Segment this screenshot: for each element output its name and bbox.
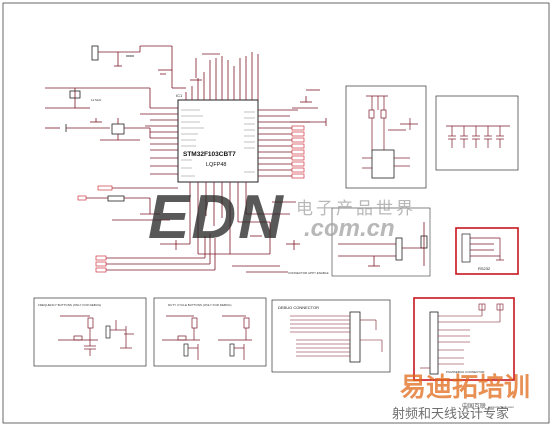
edn-watermark: EDN 电子产品世界 .com.cn: [148, 183, 416, 252]
pgm-debug-connector-box: PGM/DEBUG CONNECTOR: [413, 297, 515, 381]
connector-enable-label: CONNECTOR APPY ENABLE: [288, 271, 329, 275]
rf-site-url: www.mwrfiedu.com: [488, 405, 514, 409]
reset-area: [331, 207, 431, 277]
mcu-part-label: STM32F103CBT7: [183, 151, 236, 158]
com-cn-text: .com.cn: [304, 215, 395, 242]
rf-logo-text: 易迪拓培训: [400, 373, 530, 403]
pgm-connector-label: PGM/DEBUG CONNECTOR: [446, 370, 485, 374]
rs232-box: RS232: [455, 227, 519, 275]
chinese-site-name: 电子产品世界: [296, 199, 416, 219]
decoupling-box: [435, 95, 519, 171]
rf-tagline: 射频和天线设计专家: [392, 406, 509, 422]
mcu-ref: IC1: [176, 93, 183, 98]
mcu-package-label: LQFP48: [206, 162, 226, 168]
rf-site-2: 中国互联: [462, 402, 486, 410]
middle-nets: [232, 201, 300, 273]
crystal-label: 12 MHz: [91, 98, 102, 102]
mcu-block: IC1 STM32F103CBT7 LQFP48: [140, 52, 310, 230]
debug-connector-label: DEBUG CONNECTOR: [278, 305, 319, 310]
mcu-body: [177, 99, 259, 183]
duty-cycle-buttons-box: DUTY CYCLE BUTTONS (ONLY FOR DEBUG): [153, 297, 267, 367]
crystal-block: [45, 87, 151, 141]
rs232-label: RS232: [478, 266, 491, 271]
frequency-buttons-label: FREQUENCY BUTTONS (ONLY FOR DEBUG): [38, 303, 101, 307]
right-power-caps: [290, 89, 327, 126]
power-input-block: [91, 45, 220, 89]
left-inputs: [84, 187, 270, 271]
rf-watermark: 易迪拓培训 射频和天线设计专家 中国互联 www.mwrfiedu.com: [392, 373, 530, 422]
regulator-box: [345, 85, 427, 189]
duty-cycle-buttons-label: DUTY CYCLE BUTTONS (ONLY FOR DEBUG): [168, 303, 231, 307]
edn-logo-text: EDN: [148, 183, 285, 252]
debug-connector-box: DEBUG CONNECTOR: [271, 299, 391, 373]
frequency-buttons-box: FREQUENCY BUTTONS (ONLY FOR DEBUG): [33, 297, 147, 367]
